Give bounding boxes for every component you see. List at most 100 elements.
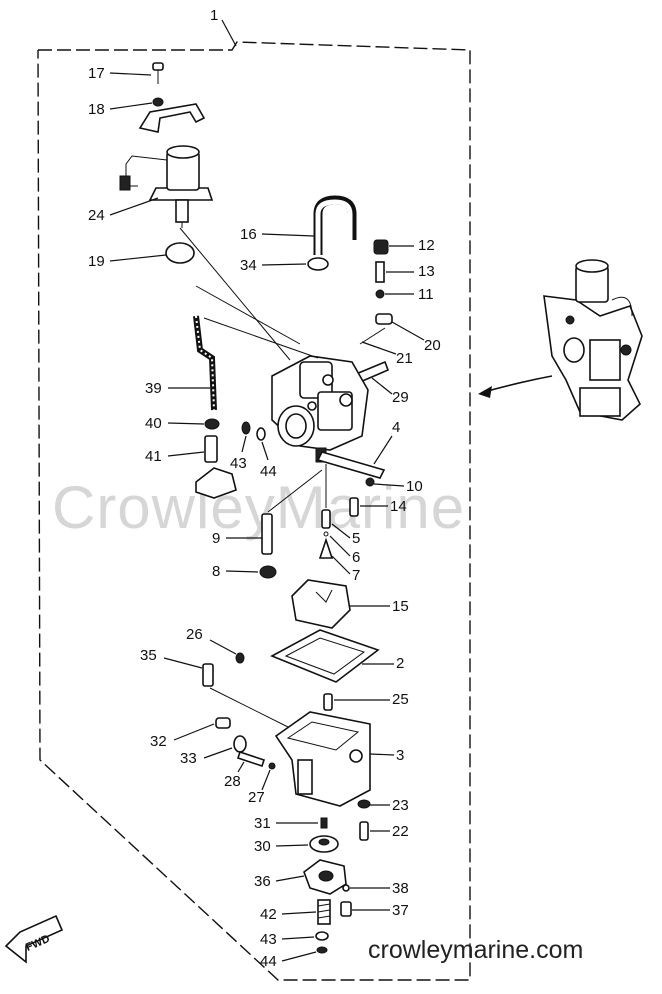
callout-17: 17	[88, 65, 105, 82]
part-screw-13	[375, 261, 385, 283]
part-washer-40	[204, 418, 220, 430]
part-ball-10	[365, 477, 375, 487]
callouts: 17 18 24 19 16 12 34 13 11 20 21 39 29 4…	[88, 65, 441, 970]
callout-7: 7	[352, 567, 360, 584]
site-url: crowleymarine.com	[368, 936, 583, 964]
part-ring-27	[268, 762, 276, 770]
callout-19: 19	[88, 253, 105, 270]
assembled-view-arrow	[483, 375, 553, 393]
part-float-15	[291, 579, 351, 629]
part-ring-44	[256, 427, 266, 441]
callout-14: 14	[390, 498, 407, 515]
part-bracket	[138, 103, 206, 133]
leader-hose	[195, 285, 301, 345]
callout-44-lower: 44	[260, 953, 277, 970]
part-nozzle-9	[261, 513, 273, 555]
callout-44-upper: 44	[260, 463, 277, 480]
part-float-bowl-3	[274, 711, 371, 807]
callout-30: 30	[254, 838, 271, 855]
callout-23: 23	[392, 797, 409, 814]
assembly-number-label: 1	[210, 7, 218, 24]
part-cover	[195, 467, 237, 499]
part-screw-37	[340, 901, 352, 917]
callout-25: 25	[392, 691, 409, 708]
callout-15: 15	[392, 598, 409, 615]
callout-21: 21	[396, 350, 413, 367]
assembly-boundary	[37, 41, 471, 981]
part-solenoid-24	[119, 145, 214, 228]
callout-10: 10	[406, 478, 423, 495]
callout-39: 39	[145, 380, 162, 397]
callout-4: 4	[392, 419, 400, 436]
part-carburetor-body	[271, 355, 369, 463]
callout-18: 18	[88, 101, 105, 118]
callout-35: 35	[140, 647, 157, 664]
part-washer-23	[357, 799, 371, 809]
callout-43-lower: 43	[260, 931, 277, 948]
callout-22: 22	[392, 823, 409, 840]
callout-24: 24	[88, 207, 105, 224]
part-screw-22	[359, 821, 369, 841]
callout-27: 27	[248, 789, 265, 806]
callout-11: 11	[418, 286, 434, 303]
assembled-carburetor-view	[543, 259, 643, 421]
callout-41: 41	[145, 448, 162, 465]
leader-rod	[203, 317, 319, 359]
callout-31: 31	[254, 815, 271, 832]
part-washer-33	[233, 735, 247, 753]
callout-40: 40	[145, 415, 162, 432]
part-cap-12	[373, 239, 389, 255]
callout-33: 33	[180, 750, 197, 767]
part-ring-43	[241, 421, 251, 435]
part-spring-42	[317, 899, 331, 925]
part-gasket-2	[270, 629, 380, 683]
leader-nozzle	[267, 469, 323, 513]
callout-20: 20	[424, 337, 441, 354]
callout-29: 29	[392, 389, 409, 406]
part-pin-31	[320, 817, 328, 829]
part-rod-39	[193, 315, 217, 411]
part-screw-20	[375, 313, 393, 325]
part-spring-14	[349, 497, 359, 517]
callout-38: 38	[392, 880, 409, 897]
part-washer-18	[152, 97, 164, 107]
part-screw-32	[215, 717, 231, 729]
part-spring-11	[375, 289, 385, 299]
callout-2: 2	[396, 655, 404, 672]
part-gasket-19	[165, 242, 195, 264]
part-screw-17	[152, 62, 164, 84]
part-jet-5	[321, 509, 331, 529]
callout-32: 32	[150, 733, 167, 750]
callout-6: 6	[352, 549, 360, 566]
part-needle-7	[318, 537, 334, 559]
part-clip-34	[307, 257, 329, 271]
part-spring-21	[359, 327, 386, 345]
callout-16: 16	[240, 226, 257, 243]
callout-9: 9	[212, 530, 220, 547]
part-screw-28	[236, 750, 266, 768]
part-pin-35	[202, 663, 214, 687]
part-washer-44	[316, 946, 328, 954]
leader-pin	[209, 687, 291, 729]
callout-13: 13	[418, 263, 435, 280]
callout-3: 3	[396, 747, 404, 764]
callout-42: 42	[260, 906, 277, 923]
part-shaft-4	[316, 451, 386, 479]
callout-26: 26	[186, 626, 203, 643]
callout-28: 28	[224, 773, 241, 790]
leader-solenoid	[179, 227, 291, 361]
callout-43-upper: 43	[230, 455, 247, 472]
callout-8: 8	[212, 563, 220, 580]
part-collar-41	[204, 435, 218, 463]
part-plug-8	[259, 565, 277, 579]
part-ring-6	[323, 531, 329, 537]
part-screw-26	[235, 652, 245, 664]
part-washer-43	[315, 931, 329, 941]
assembly-leader	[221, 19, 237, 47]
callout-12: 12	[418, 237, 435, 254]
part-pin-25	[323, 693, 333, 711]
part-washer-38	[342, 884, 350, 892]
callout-34: 34	[240, 257, 257, 274]
fwd-arrow: FWD	[4, 914, 64, 964]
